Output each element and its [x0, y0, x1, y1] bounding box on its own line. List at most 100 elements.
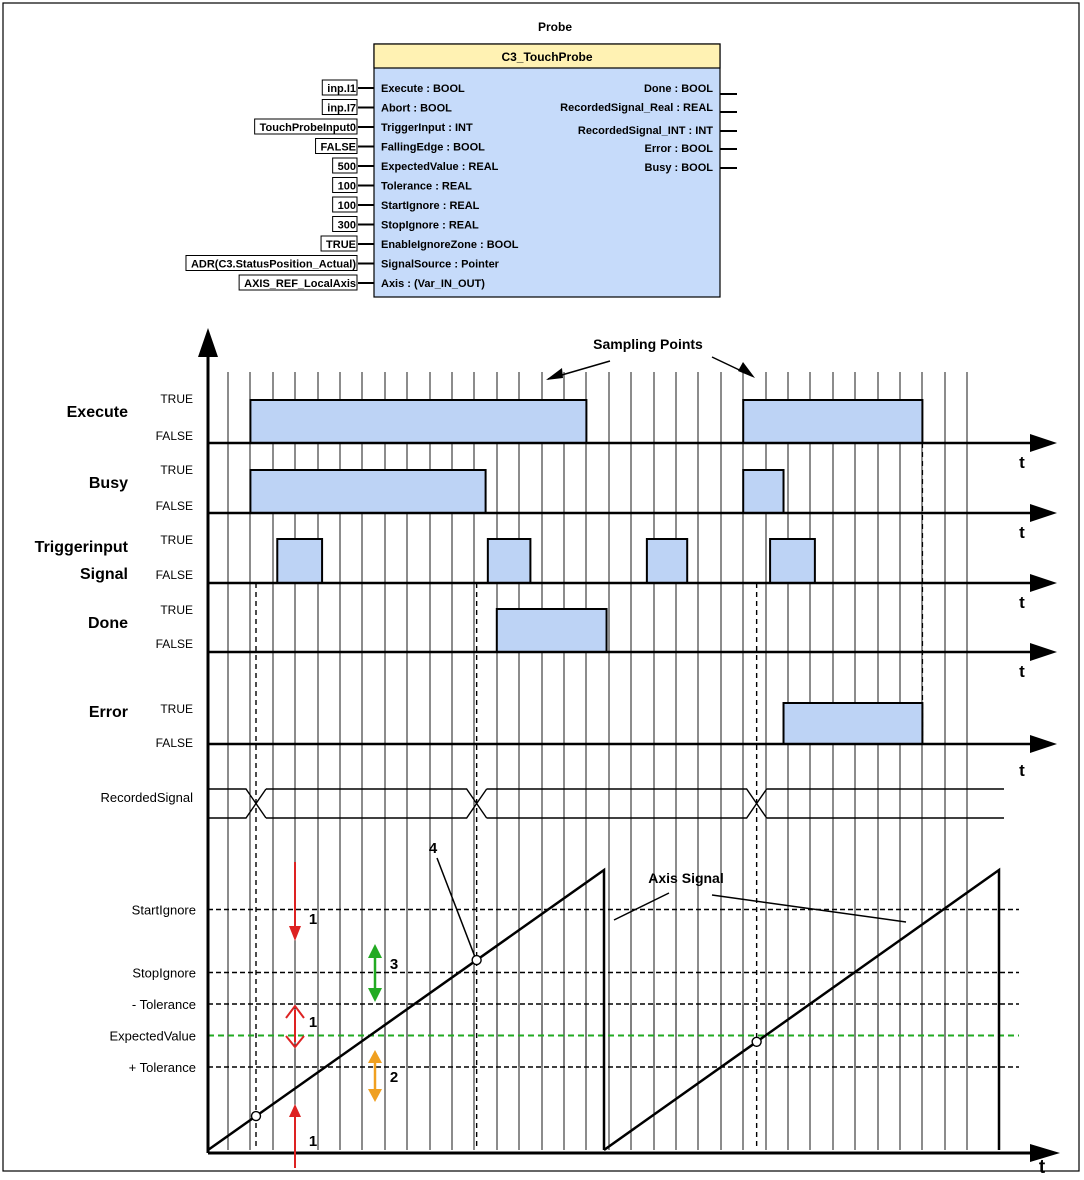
signal-pulse — [249, 469, 487, 514]
fb-input-value-box — [332, 196, 358, 213]
fb-output-param: Busy : BOOL — [645, 162, 714, 174]
time-axis-arrow — [1030, 735, 1057, 753]
fb-output-param: RecordedSignal_INT : INT — [578, 125, 713, 137]
ignore-arrowhead — [368, 1050, 382, 1063]
axis-signal-pointer — [613, 892, 670, 921]
y-axis-arrow — [198, 328, 218, 357]
axes: t — [198, 328, 1060, 1178]
fb-input-value-box — [254, 118, 358, 135]
time-axis-arrow — [1030, 434, 1057, 452]
marker-label: 4 — [429, 840, 438, 857]
fb-type-name: C3_TouchProbe — [501, 50, 592, 64]
level-label: - Tolerance — [132, 997, 196, 1012]
fb-output-param: RecordedSignal_Real : REAL — [560, 102, 713, 114]
fb-output-param: Done : BOOL — [644, 83, 713, 95]
fb-input-value: AXIS_REF_LocalAxis — [244, 278, 356, 290]
true-label: TRUE — [160, 533, 193, 547]
fb-input-param: StopIgnore : REAL — [381, 220, 479, 232]
axis-signal-ramp — [603, 867, 1001, 1152]
marker-label: 3 — [390, 956, 398, 973]
sampling-points-arrowhead — [546, 368, 563, 380]
fb-input-value-box — [332, 216, 358, 232]
x-axis-arrow — [1030, 1144, 1060, 1162]
fb-input-value: FALSE — [321, 142, 356, 154]
sampling-points-arrowhead — [738, 362, 755, 378]
true-label: TRUE — [160, 603, 193, 617]
fb-input-value-box — [332, 157, 358, 174]
reject-arrowhead — [289, 1104, 301, 1117]
time-axis-label: t — [1019, 593, 1025, 612]
fb-input-value: 300 — [338, 220, 356, 232]
time-axis-label: t — [1019, 453, 1025, 472]
false-label: FALSE — [156, 736, 193, 750]
fb-input-value: 100 — [338, 200, 356, 212]
fb-input-value: inp.I7 — [327, 103, 356, 115]
marker-label: 1 — [309, 1133, 317, 1150]
signal-pulse — [769, 538, 816, 584]
level-label: ExpectedValue — [110, 1029, 197, 1044]
sampling-point-marker — [471, 954, 482, 966]
fb-input-value: 500 — [338, 161, 356, 173]
recorded-point-pointer — [436, 857, 476, 957]
fb-input-value: TouchProbeInput0 — [260, 122, 356, 134]
signal-pulse — [782, 702, 924, 745]
recorded-signal-row: RecordedSignal — [100, 788, 1004, 819]
x-axis-label: t — [1039, 1157, 1046, 1175]
false-label: FALSE — [156, 429, 193, 443]
fb-input-param: SignalSource : Pointer — [381, 259, 500, 271]
time-axis-label: t — [1019, 761, 1025, 780]
fb-output-param: Error : BOOL — [645, 143, 714, 155]
false-label: FALSE — [156, 568, 193, 582]
fb-input-param: ExpectedValue : REAL — [381, 161, 499, 173]
level-label: + Tolerance — [129, 1060, 196, 1075]
time-axis-label: t — [1019, 662, 1025, 681]
fb-input-value-box — [332, 177, 358, 193]
marker-label: 2 — [390, 1069, 398, 1086]
fb-input-param: TriggerInput : INT — [381, 122, 473, 134]
fb-input-value-box — [185, 255, 358, 271]
sampling-points-label: Sampling Points — [593, 336, 703, 352]
recorded-signal-lower — [208, 788, 1004, 819]
fb-outputs: Done : BOOL RecordedSignal_Real : REAL Rec… — [560, 83, 737, 174]
axis-signal-label: Axis Signal — [648, 870, 723, 886]
reject-arrowhead — [285, 1035, 305, 1049]
sampling-point-marker — [250, 1110, 262, 1122]
signal-name: Execute — [67, 404, 128, 421]
signal-name: Triggerinput — [35, 539, 129, 556]
fb-input-value-box — [315, 138, 358, 154]
true-label: TRUE — [160, 702, 193, 716]
signal-pulse — [486, 538, 532, 584]
signal-name: Done — [88, 615, 128, 632]
marker-label: 1 — [309, 911, 317, 928]
false-label: FALSE — [156, 499, 193, 513]
time-axis-arrow — [1030, 574, 1057, 592]
fb-input-param: FallingEdge : BOOL — [381, 142, 485, 154]
true-label: TRUE — [160, 392, 193, 406]
ignore-arrowhead — [368, 1089, 382, 1102]
true-label: TRUE — [160, 463, 193, 477]
fb-input-param: Axis : (Var_IN_OUT) — [381, 278, 485, 290]
false-label: FALSE — [156, 637, 193, 651]
signal-name: Signal — [80, 566, 128, 583]
fb-input-param: StartIgnore : REAL — [381, 200, 480, 212]
signal-pulse — [249, 399, 588, 444]
fb-input-param: Tolerance : REAL — [381, 181, 472, 193]
marker-label: 1 — [309, 1014, 317, 1031]
fb-input-value: 100 — [338, 181, 356, 193]
reject-arrowhead — [285, 1004, 305, 1019]
fb-input-value-box — [238, 274, 358, 291]
fb-instance-name: Probe — [538, 20, 572, 34]
axis-signal-ramp — [207, 867, 606, 1152]
signal-name: Busy — [89, 475, 128, 492]
signal-pulse — [742, 399, 924, 444]
axis-signal-pointer — [711, 894, 907, 923]
signal-name: Error — [89, 704, 128, 721]
reject-arrowhead — [289, 926, 301, 941]
recorded-signal-upper — [208, 788, 1004, 819]
